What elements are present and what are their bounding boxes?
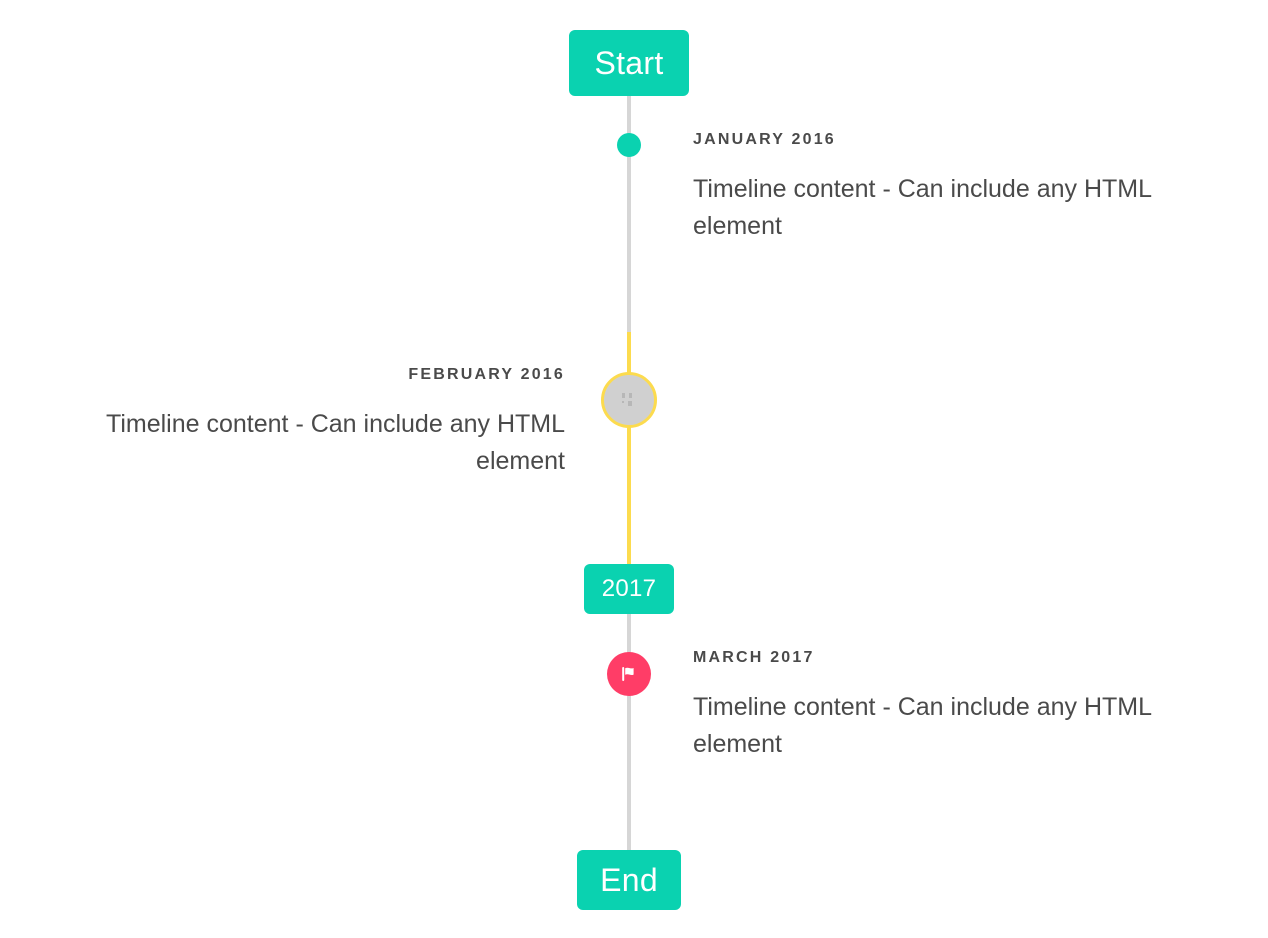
image-placeholder-icon — [621, 392, 637, 408]
timeline-end-badge[interactable]: End — [577, 850, 681, 910]
timeline-year-badge[interactable]: 2017 — [584, 564, 674, 614]
timeline-entry-date: February 2016 — [408, 366, 565, 383]
flag-icon — [618, 663, 640, 685]
timeline-marker-image-placeholder[interactable] — [601, 372, 657, 428]
timeline-entry-february: February 2016 Timeline content - Can inc… — [40, 365, 565, 480]
timeline-marker-flag[interactable] — [607, 652, 651, 696]
timeline-entry-body: Timeline content - Can include any HTML … — [693, 175, 1152, 241]
timeline-entry-date: March 2017 — [693, 649, 815, 666]
timeline-entry-body: Timeline content - Can include any HTML … — [693, 693, 1152, 759]
timeline-line-segment-highlighted — [627, 332, 631, 564]
timeline-entry-march: March 2017 Timeline content - Can includ… — [693, 648, 1218, 763]
timeline-start-badge[interactable]: Start — [569, 30, 689, 96]
timeline-entry-date: January 2016 — [693, 131, 836, 148]
timeline-line-segment-top — [627, 96, 631, 332]
timeline-marker-dot[interactable] — [617, 133, 641, 157]
timeline-entry-body: Timeline content - Can include any HTML … — [106, 410, 565, 476]
timeline-line-segment-bottom — [627, 614, 631, 850]
timeline-entry-january: January 2016 Timeline content - Can incl… — [693, 130, 1218, 245]
